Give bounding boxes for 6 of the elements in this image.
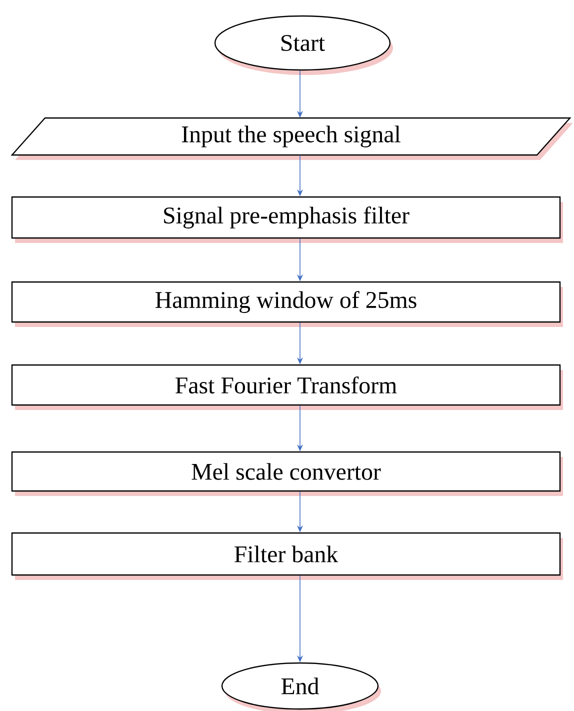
process-box: Mel scale convertor (11, 451, 563, 496)
node-label: End (281, 678, 319, 694)
process-box: Filter bank (11, 532, 563, 580)
process-box: Fast Fourier Transform (11, 364, 563, 410)
process-box: Hamming window of 25ms (11, 281, 563, 327)
process-box: Signal pre-emphasis filter (11, 196, 563, 243)
